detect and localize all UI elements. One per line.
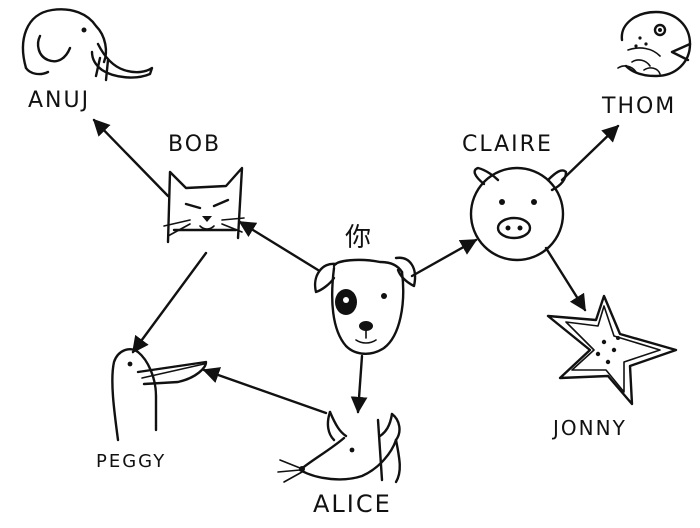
- node-label-jonny: JONNY: [553, 416, 627, 440]
- node-label-anuj: ANUJ: [28, 88, 91, 113]
- node-label-claire: CLAIRE: [462, 132, 553, 157]
- node-label-alice: ALICE: [313, 490, 392, 518]
- fish-icon: [617, 10, 692, 78]
- elephant-icon: [21, 8, 154, 82]
- edge-you-to-claire: [410, 238, 478, 278]
- edge-bob-to-peggy: [131, 251, 208, 354]
- cat-icon: [163, 166, 245, 244]
- starfish-icon: [546, 294, 678, 406]
- edge-alice-to-peggy: [202, 367, 328, 415]
- edge-bob-to-anuj: [92, 118, 170, 198]
- toucan-icon: [111, 348, 208, 442]
- pig-icon: [469, 166, 568, 262]
- edge-claire-to-jonny: [544, 246, 587, 312]
- node-label-bob: BOB: [168, 132, 222, 157]
- node-label-peggy: PEGGY: [96, 451, 167, 472]
- node-label-thom: THOM: [602, 94, 677, 119]
- dog-icon: [313, 256, 417, 355]
- rat-icon: [277, 410, 401, 484]
- edge-you-to-bob: [238, 220, 320, 272]
- node-label-you: 你: [345, 223, 372, 253]
- edge-claire-to-thom: [560, 124, 620, 182]
- edge-you-to-alice: [350, 354, 368, 414]
